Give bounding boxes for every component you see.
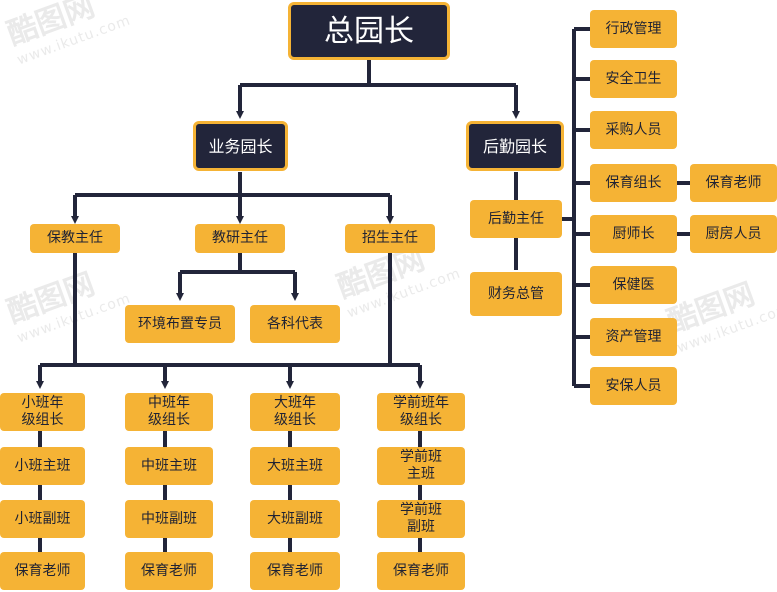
class-teacher-node: 保育老师 <box>377 552 465 590</box>
enrollment-director-node: 招生主任 <box>345 224 435 253</box>
environment-specialist-node: 环境布置专员 <box>125 305 235 343</box>
subject-representatives-node: 各科代表 <box>250 305 340 343</box>
teaching-research-director-node: 教研主任 <box>195 224 285 253</box>
class-leader-node: 小班年 级组长 <box>0 393 85 431</box>
logistics-director-node: 后勤主任 <box>470 200 562 238</box>
class-teacher-node: 保育老师 <box>125 552 213 590</box>
class-head-node: 小班主班 <box>0 447 85 485</box>
class-deputy-node: 大班副班 <box>250 500 340 538</box>
class-head-node: 学前班 主班 <box>377 447 465 485</box>
class-teacher-node: 保育老师 <box>0 552 85 590</box>
class-deputy-node: 小班副班 <box>0 500 85 538</box>
finance-manager-node: 财务总管 <box>470 272 562 316</box>
class-leader-node: 中班年 级组长 <box>125 393 213 431</box>
staff-node: 厨师长 <box>590 215 677 253</box>
principal-node: 总园长 <box>288 2 450 60</box>
staff-node: 安保人员 <box>590 367 677 405</box>
staff-node: 行政管理 <box>590 10 677 48</box>
logistics-principal-node: 后勤园长 <box>466 121 564 171</box>
staff-node: 资产管理 <box>590 318 677 356</box>
staff-node: 保育组长 <box>590 164 677 202</box>
staff-node: 安全卫生 <box>590 60 677 98</box>
class-deputy-node: 学前班 副班 <box>377 500 465 538</box>
staff-node: 采购人员 <box>590 111 677 149</box>
class-head-node: 中班主班 <box>125 447 213 485</box>
class-head-node: 大班主班 <box>250 447 340 485</box>
class-leader-node: 学前班年 级组长 <box>377 393 465 431</box>
nursery-teacher-node: 保育老师 <box>690 164 777 202</box>
business-principal-node: 业务园长 <box>193 121 288 171</box>
class-teacher-node: 保育老师 <box>250 552 340 590</box>
class-leader-node: 大班年 级组长 <box>250 393 340 431</box>
staff-node: 保健医 <box>590 266 677 304</box>
care-education-director-node: 保教主任 <box>30 224 120 253</box>
class-deputy-node: 中班副班 <box>125 500 213 538</box>
kitchen-staff-node: 厨房人员 <box>690 215 777 253</box>
